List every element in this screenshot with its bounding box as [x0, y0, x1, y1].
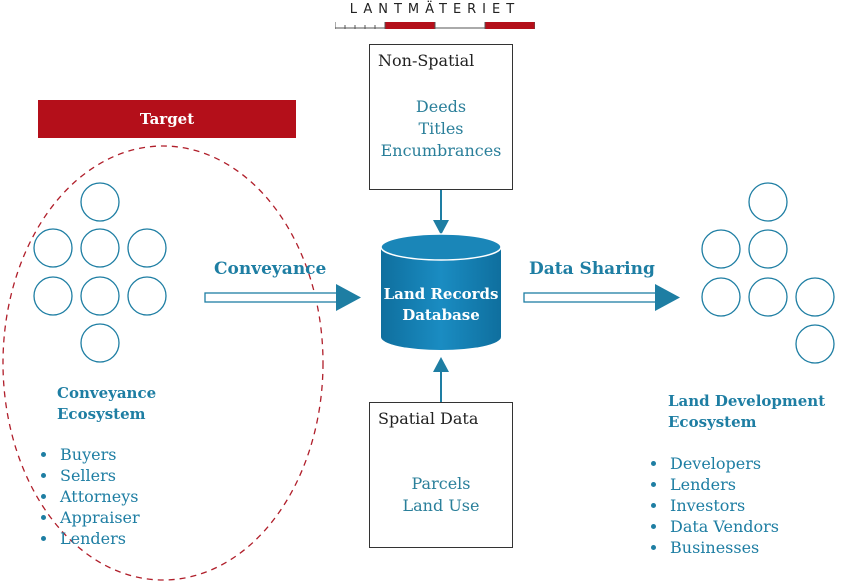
circle	[33, 228, 73, 268]
list-item: Investors	[668, 495, 779, 516]
list-item: Appraiser	[58, 507, 140, 528]
logo-bar	[335, 22, 535, 29]
list-item: Attorneys	[58, 486, 140, 507]
spatial-title: Spatial Data	[378, 409, 479, 428]
database-label: Land Records Database	[381, 284, 501, 326]
conveyance-ecosystem-title-line2: Ecosystem	[57, 405, 146, 423]
conveyance-circles	[33, 182, 167, 363]
non-spatial-items: Deeds Titles Encumbrances	[370, 96, 512, 162]
circle	[795, 324, 835, 364]
logo-text: LANTMÄTERIET	[349, 2, 521, 17]
circle	[80, 323, 120, 363]
land-dev-ecosystem-title: Land Development Ecosystem	[668, 391, 825, 433]
circle	[127, 276, 167, 316]
non-spatial-item: Deeds	[415, 97, 467, 116]
land-dev-circles	[701, 182, 835, 364]
non-spatial-to-db-arrow	[433, 190, 449, 235]
conveyance-arrow	[204, 284, 361, 311]
target-dashed-ellipse	[2, 145, 324, 581]
conveyance-ecosystem-list: Buyers Sellers Attorneys Appraiser Lende…	[36, 444, 140, 549]
circle	[80, 228, 120, 268]
list-item: Lenders	[58, 528, 140, 549]
circle	[701, 277, 741, 317]
conveyance-ecosystem-title: Conveyance Ecosystem	[57, 383, 156, 425]
circle	[748, 182, 788, 222]
conveyance-ecosystem-title-line1: Conveyance	[57, 384, 157, 402]
circle	[80, 276, 120, 316]
list-item: Lenders	[668, 474, 779, 495]
list-item: Data Vendors	[668, 516, 779, 537]
circle	[748, 229, 788, 269]
data-sharing-arrow	[523, 284, 680, 311]
list-item: Businesses	[668, 537, 779, 558]
spatial-box: Spatial Data Parcels Land Use	[369, 402, 513, 548]
circle	[127, 228, 167, 268]
circle	[795, 277, 835, 317]
list-item: Sellers	[58, 465, 140, 486]
circle	[748, 277, 788, 317]
land-dev-ecosystem-title-line1: Land Development	[668, 392, 826, 410]
spatial-items: Parcels Land Use	[370, 473, 512, 517]
non-spatial-title: Non-Spatial	[378, 51, 475, 70]
non-spatial-item: Encumbrances	[380, 141, 502, 160]
non-spatial-box: Non-Spatial Deeds Titles Encumbrances	[369, 44, 513, 190]
database-label-line2: Database	[402, 306, 480, 324]
target-banner: Target	[38, 100, 296, 138]
spatial-item: Land Use	[402, 496, 480, 515]
circle	[701, 229, 741, 269]
list-item: Buyers	[58, 444, 140, 465]
circle	[33, 276, 73, 316]
database-cylinder	[380, 233, 502, 350]
database-label-line1: Land Records	[383, 285, 499, 303]
conveyance-label: Conveyance	[214, 259, 327, 279]
land-dev-ecosystem-list: Developers Lenders Investors Data Vendor…	[646, 453, 779, 558]
data-sharing-label: Data Sharing	[529, 259, 655, 279]
non-spatial-item: Titles	[418, 119, 464, 138]
list-item: Developers	[668, 453, 779, 474]
spatial-item: Parcels	[411, 474, 471, 493]
land-dev-ecosystem-title-line2: Ecosystem	[668, 413, 757, 431]
spatial-to-db-arrow	[433, 357, 449, 402]
circle	[80, 182, 120, 222]
